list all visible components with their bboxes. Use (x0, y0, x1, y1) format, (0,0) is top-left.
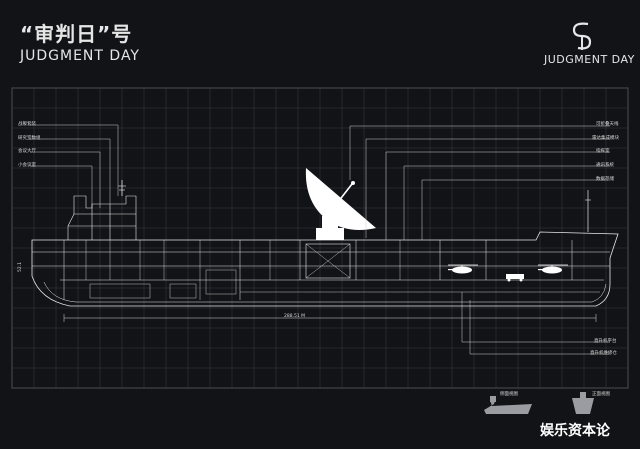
callout-right-4: 通讯系统 (596, 163, 614, 168)
vehicle-icon (506, 274, 524, 282)
callout-right-3: 指挥室 (596, 149, 610, 154)
stylized-s-hook-icon (572, 22, 592, 50)
inset-label-side: 侧面视图 (500, 392, 518, 397)
superstructure (67, 180, 591, 240)
grid-frame (11, 87, 629, 389)
watermark: 娱乐资本论 (540, 423, 610, 439)
ship-hull (31, 231, 619, 307)
helicopter-icon (538, 264, 568, 274)
callout-left-1: 战舰套装 (18, 122, 36, 127)
length-dimension (63, 314, 597, 322)
callout-right-2: 雷达集成模块 (592, 136, 619, 141)
inset-ship-side (484, 396, 532, 414)
callout-right-1: 可折叠天线 (596, 122, 619, 127)
helicopter-icon (448, 264, 478, 274)
callout-right-7: 直升机维修仓 (590, 351, 617, 356)
callout-leaders (30, 124, 610, 355)
callout-left-3: 会议大厅 (18, 149, 36, 154)
inset-ship-front (572, 392, 594, 414)
logo-text: JUDGMENT DAY (544, 53, 635, 66)
ship-height-label: 52.1 (18, 261, 23, 272)
callout-left-4: 小会议室 (18, 163, 36, 168)
callout-right-5: 数据存储 (596, 177, 614, 182)
inset-label-front: 正面视图 (592, 392, 610, 397)
callout-left-2: 研究室数组 (18, 136, 41, 141)
title-chinese: “审判日”号 (20, 22, 133, 46)
title-english: JUDGMENT DAY (20, 48, 140, 64)
callout-right-6: 直升机平台 (594, 339, 617, 344)
ship-length-label: 288.51 M (284, 314, 306, 319)
radar-dish-icon (305, 168, 376, 240)
